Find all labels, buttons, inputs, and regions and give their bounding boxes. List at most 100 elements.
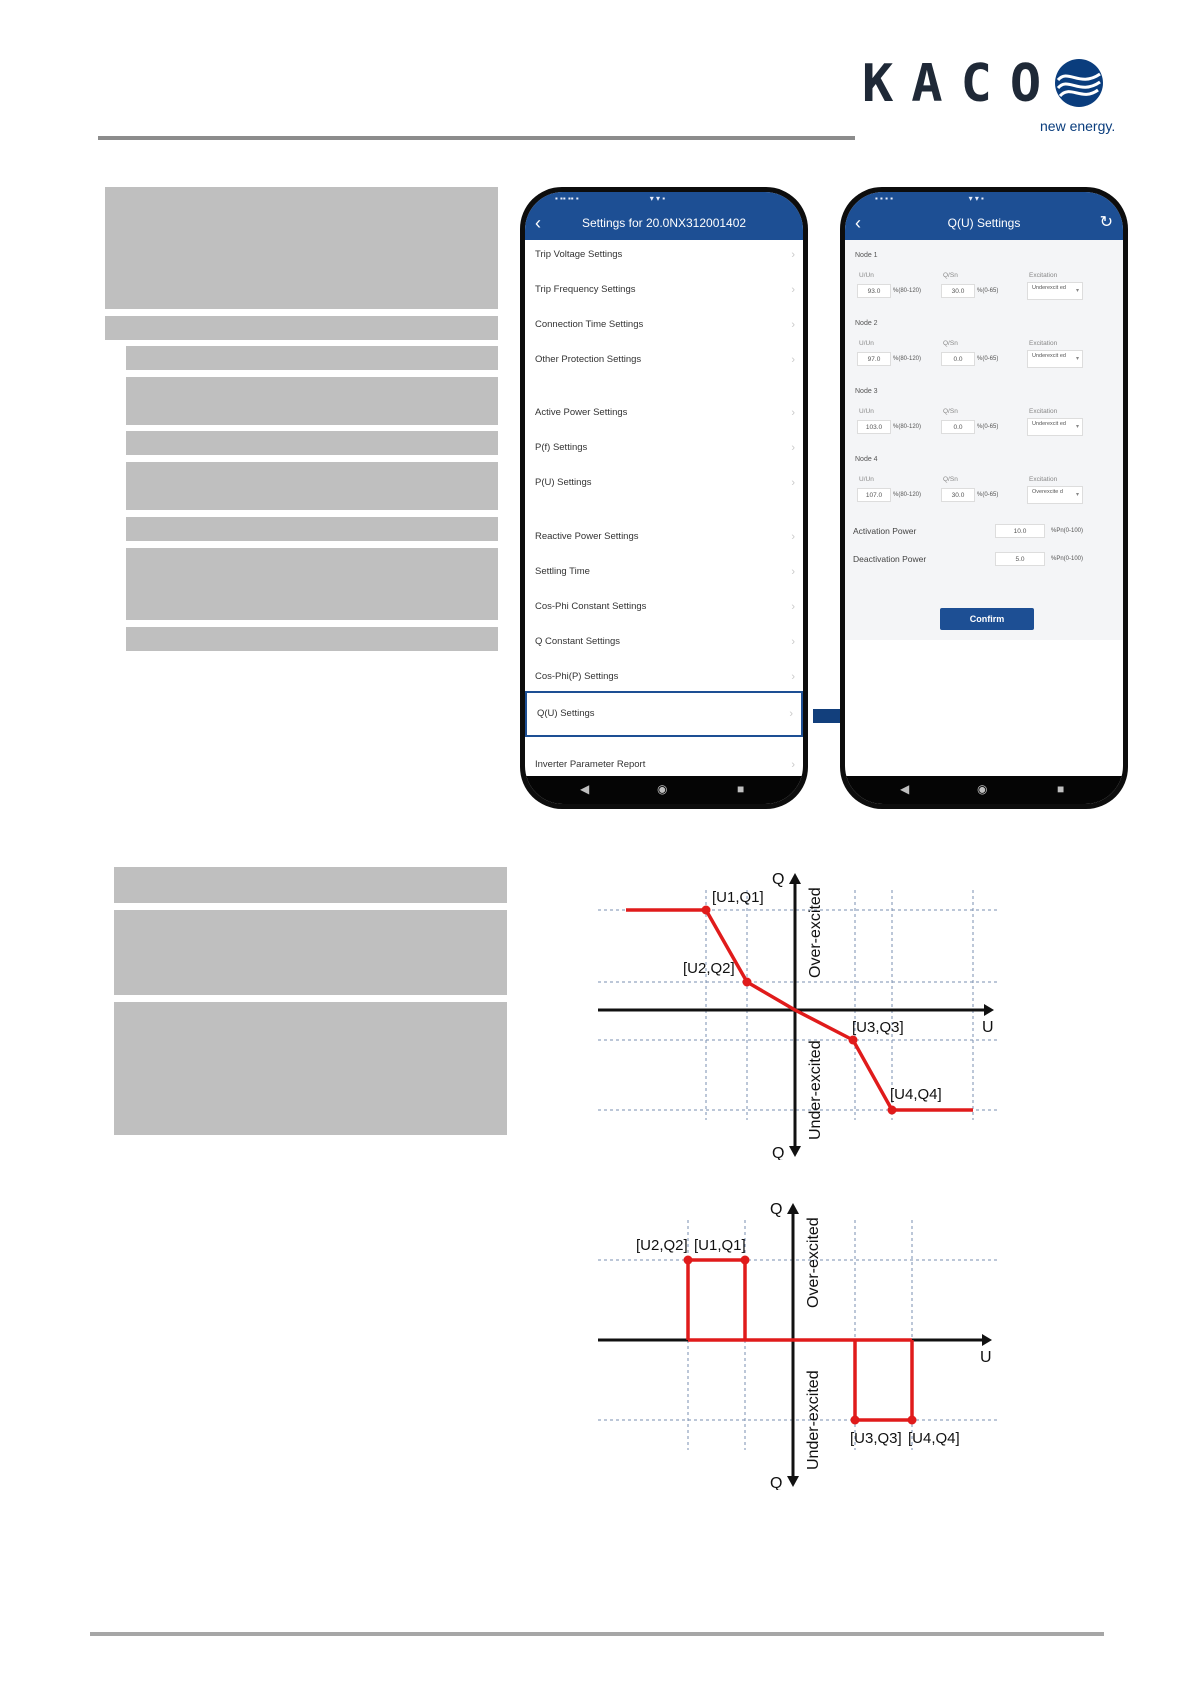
menu-item-settling-time[interactable]: Settling Time› <box>525 561 803 583</box>
deactivation-power-input[interactable]: 5.0 <box>995 552 1045 566</box>
q-axis-bottom-arrow-icon <box>787 1476 799 1487</box>
nav-recent-icon[interactable]: ■ <box>1057 782 1065 796</box>
menu-item-other-protection[interactable]: Other Protection Settings› <box>525 349 803 371</box>
menu-item-label: Connection Time Settings <box>535 319 644 330</box>
nav-back-icon[interactable]: ◀ <box>900 782 910 796</box>
point-label-u1q1: [U1,Q1] <box>712 889 764 906</box>
node-u-input[interactable]: 103.0 <box>857 420 891 434</box>
redacted-block <box>114 910 507 995</box>
activation-power-input[interactable]: 10.0 <box>995 524 1045 538</box>
chevron-down-icon: ▾ <box>1075 356 1079 362</box>
q-range-label: %(0-65) <box>977 492 999 498</box>
curve-point <box>683 1255 693 1265</box>
u-range-label: %(80-120) <box>893 424 922 430</box>
menu-item-label: P(U) Settings <box>535 477 592 488</box>
u-range-label: %(80-120) <box>893 356 922 362</box>
curve-point <box>850 1415 860 1425</box>
under-excited-label: Under-excited <box>807 1040 824 1140</box>
confirm-button[interactable]: Confirm <box>940 608 1034 630</box>
menu-item-inverter-report[interactable]: Inverter Parameter Report› <box>525 754 803 776</box>
menu-item-reactive-power[interactable]: Reactive Power Settings› <box>525 526 803 548</box>
q-axis-label-bottom: Q <box>772 1145 784 1160</box>
redacted-block <box>105 316 498 340</box>
node-excitation-select[interactable]: Underexcit ed▾ <box>1027 282 1083 300</box>
back-arrow-icon[interactable]: ‹ <box>855 213 861 233</box>
node-label: Node 3 <box>855 388 878 395</box>
menu-item-label: Active Power Settings <box>535 407 628 418</box>
node-u-input[interactable]: 93.0 <box>857 284 891 298</box>
menu-item-label: P(f) Settings <box>535 442 588 453</box>
menu-item-label: Q Constant Settings <box>535 636 621 647</box>
chevron-right-icon: › <box>791 249 795 261</box>
chevron-right-icon: › <box>791 477 795 489</box>
q-axis-label-top: Q <box>772 871 784 888</box>
menu-item-qu-selected[interactable]: Q(U) Settings› <box>525 691 803 737</box>
menu-item-cos-phi-p[interactable]: Cos-Phi(P) Settings› <box>525 666 803 688</box>
status-bar: ▪ ▪ ▪ ▪ ▾ ▾ ▪ <box>845 192 1123 206</box>
settings-title: Settings for 20.0NX312001402 <box>581 216 747 230</box>
col-q-header: Q/Sn <box>943 272 958 279</box>
menu-item-label: Trip Voltage Settings <box>535 249 623 260</box>
menu-item-q-constant[interactable]: Q Constant Settings› <box>525 631 803 653</box>
redacted-block <box>126 377 498 425</box>
refresh-icon[interactable]: ↻ <box>1099 214 1113 231</box>
nav-home-icon[interactable]: ◉ <box>657 782 668 796</box>
redacted-block <box>105 187 498 309</box>
curve-point <box>887 1105 897 1115</box>
android-nav-bar: ◀ ◉ ■ <box>845 776 1123 804</box>
nav-back-icon[interactable]: ◀ <box>580 782 590 796</box>
menu-item-label: Trip Frequency Settings <box>535 284 636 295</box>
node-label: Node 1 <box>855 252 878 259</box>
menu-item-connection-time[interactable]: Connection Time Settings › <box>525 314 803 336</box>
menu-item-trip-frequency[interactable]: Trip Frequency Settings › <box>525 279 803 301</box>
redacted-block <box>126 627 498 651</box>
status-bar: ▪ ▪▪ ▪▪ ▪ ▾ ▾ ▪ <box>525 192 803 206</box>
excitation-value: Underexcit ed <box>1032 421 1066 427</box>
point-label-u3q3: [U3,Q3] <box>850 1430 902 1447</box>
back-arrow-icon[interactable]: ‹ <box>535 213 541 233</box>
point-label-u4q4: [U4,Q4] <box>908 1430 960 1447</box>
node-excitation-select[interactable]: Underexcit ed▾ <box>1027 350 1083 368</box>
node-u-input[interactable]: 107.0 <box>857 488 891 502</box>
node-excitation-select[interactable]: Overexcite d▾ <box>1027 486 1083 504</box>
q-axis-top-arrow-icon <box>787 1203 799 1214</box>
chevron-right-icon: › <box>791 319 795 331</box>
node-q-input[interactable]: 0.0 <box>941 352 975 366</box>
node-q-input[interactable]: 30.0 <box>941 488 975 502</box>
nav-recent-icon[interactable]: ■ <box>737 782 745 796</box>
node-q-input[interactable]: 30.0 <box>941 284 975 298</box>
menu-item-active-power[interactable]: Active Power Settings › <box>525 402 803 424</box>
u-range-label: %(80-120) <box>893 492 922 498</box>
menu-item-pu[interactable]: P(U) Settings › <box>525 472 803 494</box>
node-q-input[interactable]: 0.0 <box>941 420 975 434</box>
point-label-u2q2: [U2,Q2] <box>636 1237 688 1254</box>
col-q-header: Q/Sn <box>943 476 958 483</box>
chevron-right-icon: › <box>791 407 795 419</box>
phone-settings-list: ▪ ▪▪ ▪▪ ▪ ▾ ▾ ▪ ‹ Settings for 20.0NX312… <box>520 187 808 809</box>
hysteresis-curve-over <box>686 1258 747 1340</box>
menu-item-pf[interactable]: P(f) Settings› <box>525 437 803 459</box>
chevron-right-icon: › <box>791 284 795 296</box>
redacted-block <box>114 867 507 903</box>
qu-app-bar: ‹ Q(U) Settings ↻ <box>845 206 1123 240</box>
chevron-right-icon: › <box>791 354 795 366</box>
chevron-down-icon: ▾ <box>1075 288 1079 294</box>
menu-item-cos-phi-constant[interactable]: Cos-Phi Constant Settings› <box>525 596 803 618</box>
node-excitation-select[interactable]: Underexcit ed▾ <box>1027 418 1083 436</box>
menu-item-label: Reactive Power Settings <box>535 531 639 542</box>
redacted-block <box>126 548 498 620</box>
col-u-header: U/Un <box>859 476 874 483</box>
menu-item-trip-voltage[interactable]: Trip Voltage Settings › <box>525 244 803 266</box>
redacted-block <box>126 517 498 541</box>
col-excitation-header: Excitation <box>1029 272 1058 279</box>
nav-home-icon[interactable]: ◉ <box>977 782 988 796</box>
phone-qu-settings: ▪ ▪ ▪ ▪ ▾ ▾ ▪ ‹ Q(U) Settings ↻ Node 1 U… <box>840 187 1128 809</box>
menu-item-label: Cos-Phi Constant Settings <box>535 601 647 612</box>
node-u-input[interactable]: 97.0 <box>857 352 891 366</box>
node-label: Node 4 <box>855 456 878 463</box>
chevron-right-icon: › <box>791 566 795 578</box>
col-u-header: U/Un <box>859 408 874 415</box>
q-range-label: %(0-65) <box>977 356 999 362</box>
footer-rule <box>90 1632 1104 1636</box>
qu-hysteresis-diagram: Q Q U Over-excited Under-excited [U2,Q2]… <box>598 1201 998 1490</box>
